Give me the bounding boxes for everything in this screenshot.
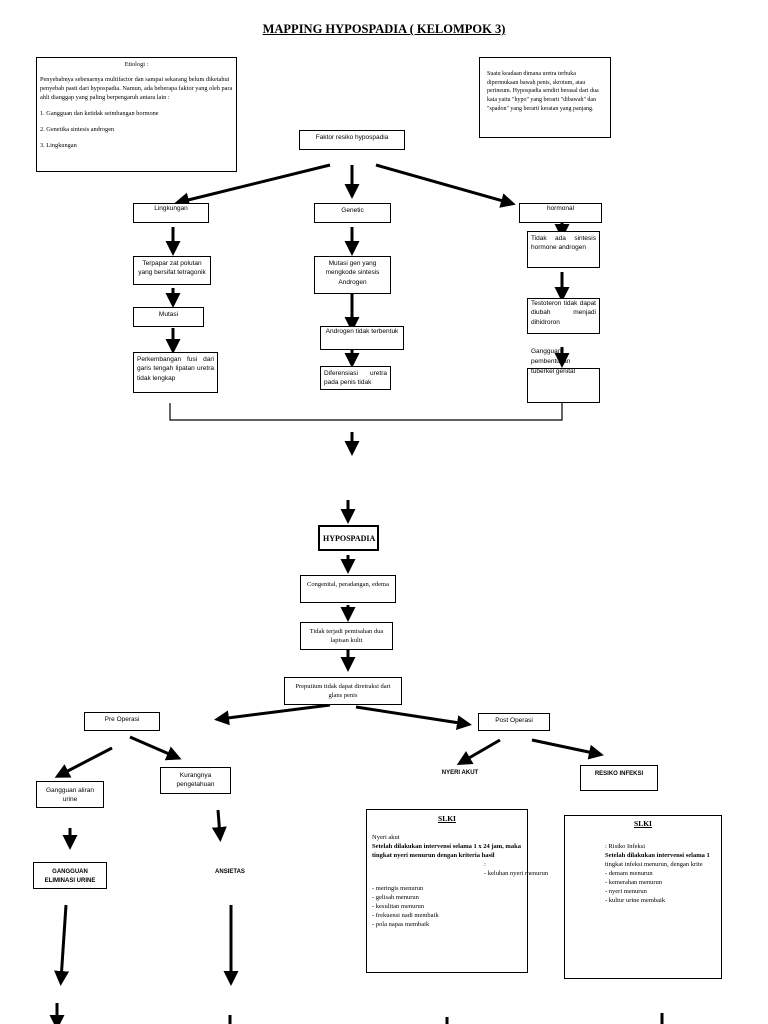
slki-heading: SLKI [634,819,652,828]
etiologi-text: Penyebabnya sebenarnya multifactor dan s… [40,76,233,102]
etiologi-item: 1. Gangguan dan ketidak seimbangan hormo… [40,109,159,117]
hormonal-step-2: Testoteron tidak dapat diubah menjadi di… [527,298,600,334]
slki-line: : [484,860,486,868]
arrow [174,163,331,208]
slki-line: - gelisah menurun [372,894,419,902]
resiko-infeksi-box: RESIKO INFEKSI [580,765,658,791]
slki-line: - pola napas membaik [372,921,430,929]
genetic-step-1: Mutasi gen yang mengkode sintesis Androg… [314,256,391,294]
post-operasi-box: Post Operasi [478,713,550,731]
lingkungan-box: Lingkungan [133,203,209,223]
slki-line: - kemerahan menurun [605,878,663,886]
slki-line: - meringis menurun [372,884,424,892]
lingkungan-step-1: Terpapar zat polutan yang bersifat tetra… [133,256,211,285]
kurangnya-pengetahuan-box: Kurangnya pengetahuan [160,767,231,794]
arrow [211,809,227,842]
gangguan-eliminasi-urine-box: GANGGUAN ELIMINASI URINE [33,862,107,889]
arrow [54,904,70,986]
genetic-step-3: Diferensiasi uretra pada penis tidak [320,366,391,390]
arrow [456,738,501,766]
flow-step-1: Congenital, peradangan, edema [300,575,396,603]
slki-heading: SLKI [438,814,456,823]
arrow [129,735,182,761]
hormonal-step-3: Gangguan pembentukan tuberkel genital [531,348,576,375]
lingkungan-step-2: Mutasi [133,307,204,327]
faktor-resiko-box: Faktor resiko hypospadia [299,130,405,150]
flow-step-2: Tidak terjadi pemisahan dua lapisan kuli… [300,622,393,650]
arrow [531,738,604,760]
slki-line: Nyeri akut [372,833,400,841]
slki-line: - kultur urine membaik [605,897,666,905]
etiologi-box: Etiologi : Penyebabnya sebenarnya multif… [36,57,237,172]
etiologi-item: 3. Lingkungan [40,141,77,149]
hormonal-step-3-box [527,368,600,403]
slki-line: - frekuensi nadi membaik [372,912,439,920]
slki-line: - keluhan nyeri menurun [484,869,549,877]
slki-line: : Risiko Infeksi [605,842,646,850]
etiologi-heading: Etiologi : [124,61,149,68]
genetic-step-2: Androgen tidak terbentuk [320,326,404,350]
lingkungan-step-3: Perkembangan fusi dari garis tengah lipa… [133,352,218,393]
nyeri-akut-label: NYERI AKUT [441,770,479,776]
slki-line: Setelah dilakukan intervensi selama 1 [605,851,710,859]
flow-step-3: Preputium tidak dapat diretraksi dari gl… [284,677,402,705]
slki-line: Setelah dilakukan intervensi selama 1 x … [372,842,521,859]
slki-resiko-infeksi-box: SLKI : Risiko Infeksi Setelah dilakukan … [564,815,722,979]
etiologi-item: 2. Genetika sintesis androgen [40,125,115,133]
definition-box: Suatu keadaan dimana uretra terbuka dipe… [479,57,611,138]
arrow [214,703,331,726]
slki-line: - demam menurun [605,869,653,877]
arrow [54,746,113,778]
slki-line: tingkat infeksi menurun, dengan krite [605,860,703,868]
definition-text: Suatu keadaan dimana uretra terbuka dipe… [487,71,599,112]
gangguan-aliran-urine-box: Gangguan aliran urine [36,781,104,808]
bracket-connector [169,402,563,421]
hormonal-step-1: Tidak ada sintesis hormone androgen [527,231,600,268]
genetic-box: Genetic [314,203,391,223]
ansietas-label: ANSIETAS [215,869,245,875]
pre-operasi-box: Pre Operasi [84,712,160,731]
slki-nyeri-akut-box: SLKI Nyeri akut Setelah dilakukan interv… [366,809,549,973]
arrow [375,163,516,208]
slki-line: - kesulitan menurun [372,903,424,911]
hypospadia-box: HYPOSPADIA [318,525,379,551]
hormonal-box: hormonal [519,203,602,223]
arrow [355,705,472,731]
slki-line: - nyeri menurun [605,887,647,895]
lingkungan-step-3-text: Perkembangan fusi dari garis tengah lipa… [137,356,214,382]
page-title: MAPPING HYPOSPADIA ( KELOMPOK 3) [262,22,506,36]
